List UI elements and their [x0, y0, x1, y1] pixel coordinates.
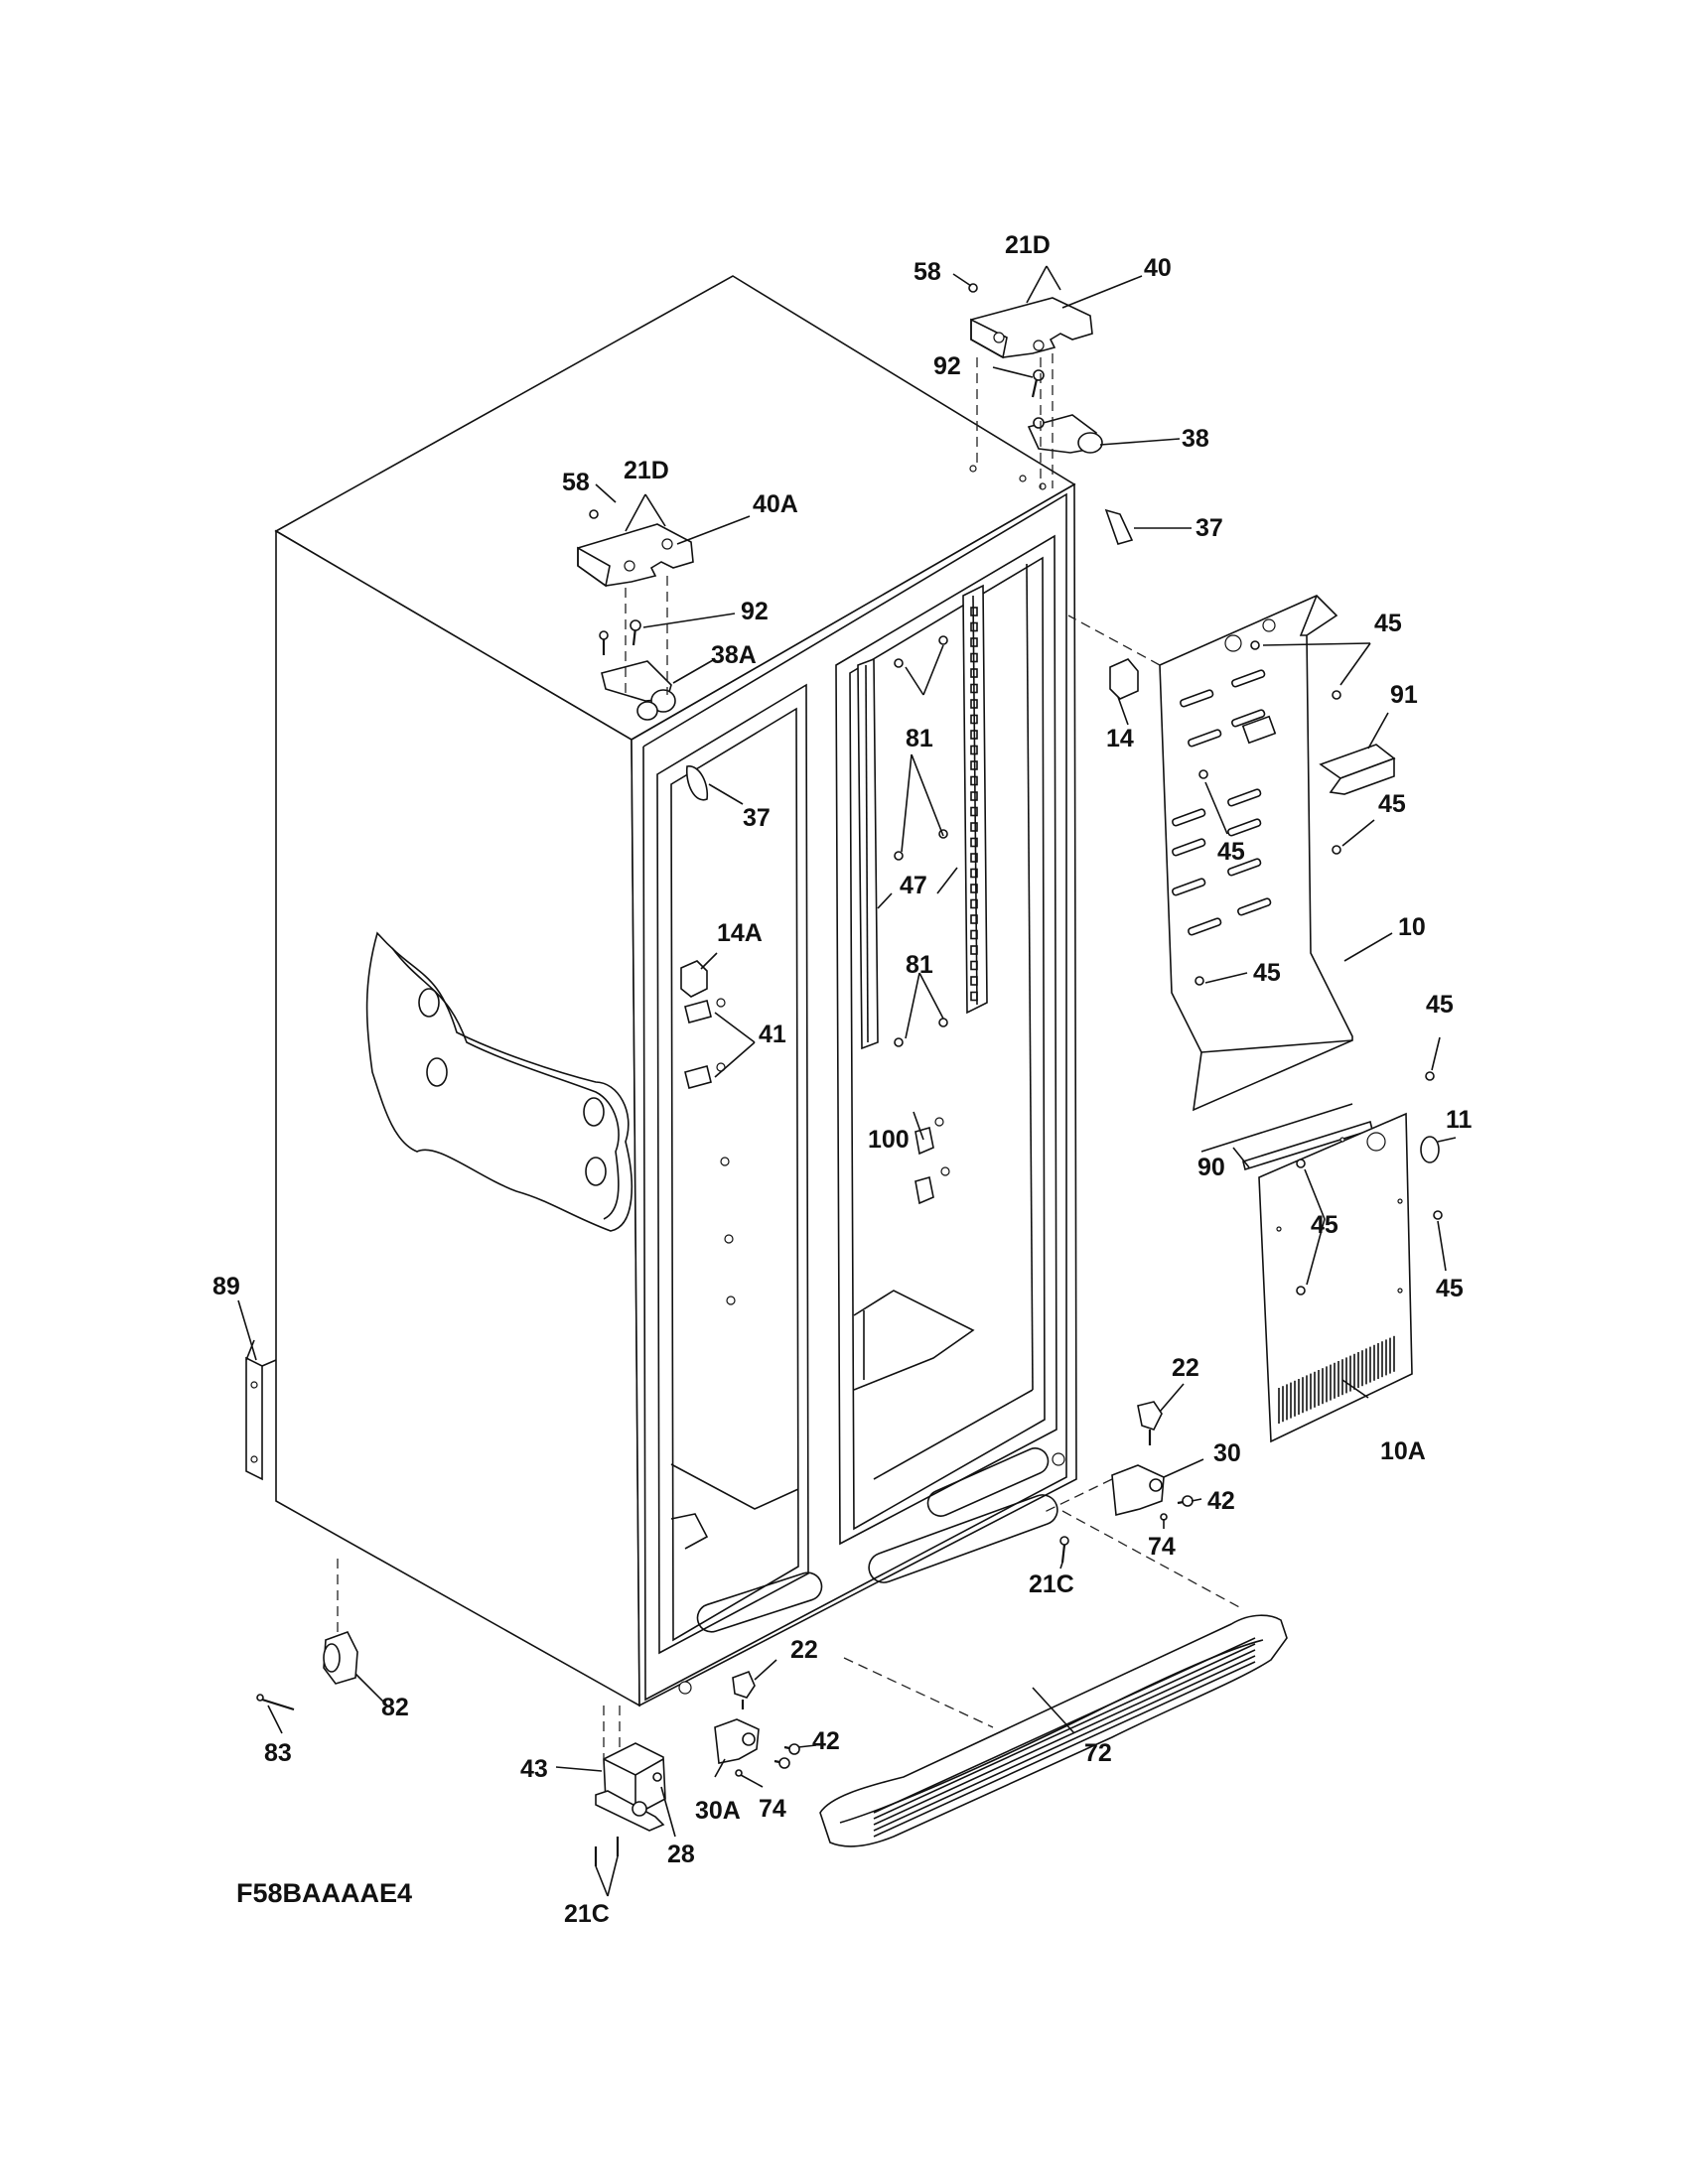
callout-14: 14: [1106, 725, 1134, 752]
callout-92-left: 92: [741, 598, 769, 625]
callout-10a: 10A: [1380, 1437, 1426, 1465]
callout-45-f: 45: [1311, 1211, 1338, 1239]
callout-21c-r: 21C: [1029, 1570, 1074, 1598]
callout-43: 43: [520, 1755, 548, 1783]
callout-11: 11: [1446, 1106, 1473, 1134]
callout-38a: 38A: [711, 641, 757, 669]
shelf-supports-41: [684, 998, 736, 1305]
callout-90: 90: [1197, 1154, 1225, 1181]
bottom-hinge-left: [714, 1670, 800, 1777]
diagram-code: F58BAAAAE4: [236, 1878, 412, 1908]
callout-47: 47: [900, 872, 927, 899]
callout-74-l: 74: [759, 1795, 786, 1823]
callout-89: 89: [212, 1273, 240, 1300]
callout-30a: 30A: [695, 1797, 741, 1825]
screw-83: [256, 1694, 295, 1711]
callout-45-c: 45: [1217, 838, 1245, 866]
callout-82: 82: [381, 1694, 409, 1721]
supports-100: [914, 1117, 950, 1205]
callout-30: 30: [1213, 1439, 1241, 1467]
callout-14a: 14A: [717, 919, 763, 947]
callout-58-top: 58: [914, 258, 941, 286]
rear-panel-10: [1067, 595, 1353, 1112]
callout-45-d: 45: [1253, 959, 1281, 987]
callout-83: 83: [264, 1739, 292, 1767]
kick-plate-72: [819, 1510, 1288, 1847]
callout-21c-b: 21C: [564, 1900, 610, 1928]
callout-labels: 21D 58 40 92 38 37 58 21D 40A 92 38A 37 …: [212, 231, 1473, 1928]
callout-45-a: 45: [1374, 610, 1402, 637]
bracket-89: [245, 1339, 277, 1481]
callout-42-l: 42: [812, 1727, 840, 1755]
callout-81-b: 81: [906, 951, 933, 979]
callout-22-r: 22: [1172, 1354, 1199, 1382]
bottom-hinge-right: [1042, 1401, 1194, 1564]
leader-lines: [237, 265, 1457, 1897]
callout-37-left: 37: [743, 804, 771, 832]
callout-72: 72: [1084, 1739, 1112, 1767]
callout-45-g: 45: [1436, 1275, 1464, 1302]
insulation-panel: [365, 931, 633, 1232]
light-switch-14: [1109, 658, 1139, 700]
callout-21d-top: 21D: [1005, 231, 1051, 259]
callout-91: 91: [1390, 681, 1418, 709]
callout-40: 40: [1144, 254, 1172, 282]
callout-45-b: 45: [1378, 790, 1406, 818]
callout-41: 41: [759, 1021, 786, 1048]
callout-74-r: 74: [1148, 1533, 1176, 1561]
callout-28: 28: [667, 1841, 695, 1868]
callout-21d-left: 21D: [624, 457, 669, 484]
callout-42-r: 42: [1207, 1487, 1235, 1515]
callout-81-a: 81: [906, 725, 933, 752]
callout-10: 10: [1398, 913, 1426, 941]
door-stop-37: [685, 508, 1134, 801]
callout-22-l: 22: [790, 1636, 818, 1664]
callout-45-e: 45: [1426, 991, 1454, 1019]
callout-92-top: 92: [933, 352, 961, 380]
callout-100: 100: [868, 1126, 910, 1154]
callout-58-left: 58: [562, 469, 590, 496]
lower-panel-10a: [1258, 1071, 1443, 1443]
callout-40a: 40A: [753, 490, 798, 518]
top-hinge-left: [577, 509, 694, 721]
leveler-82: [323, 1559, 358, 1685]
callout-37-top: 37: [1196, 514, 1223, 542]
part-91: [1319, 744, 1396, 795]
light-switch-14a: [680, 960, 708, 998]
front-leg-43: [594, 1706, 666, 1866]
callout-38: 38: [1182, 425, 1209, 453]
top-hinge-right: [968, 283, 1103, 488]
